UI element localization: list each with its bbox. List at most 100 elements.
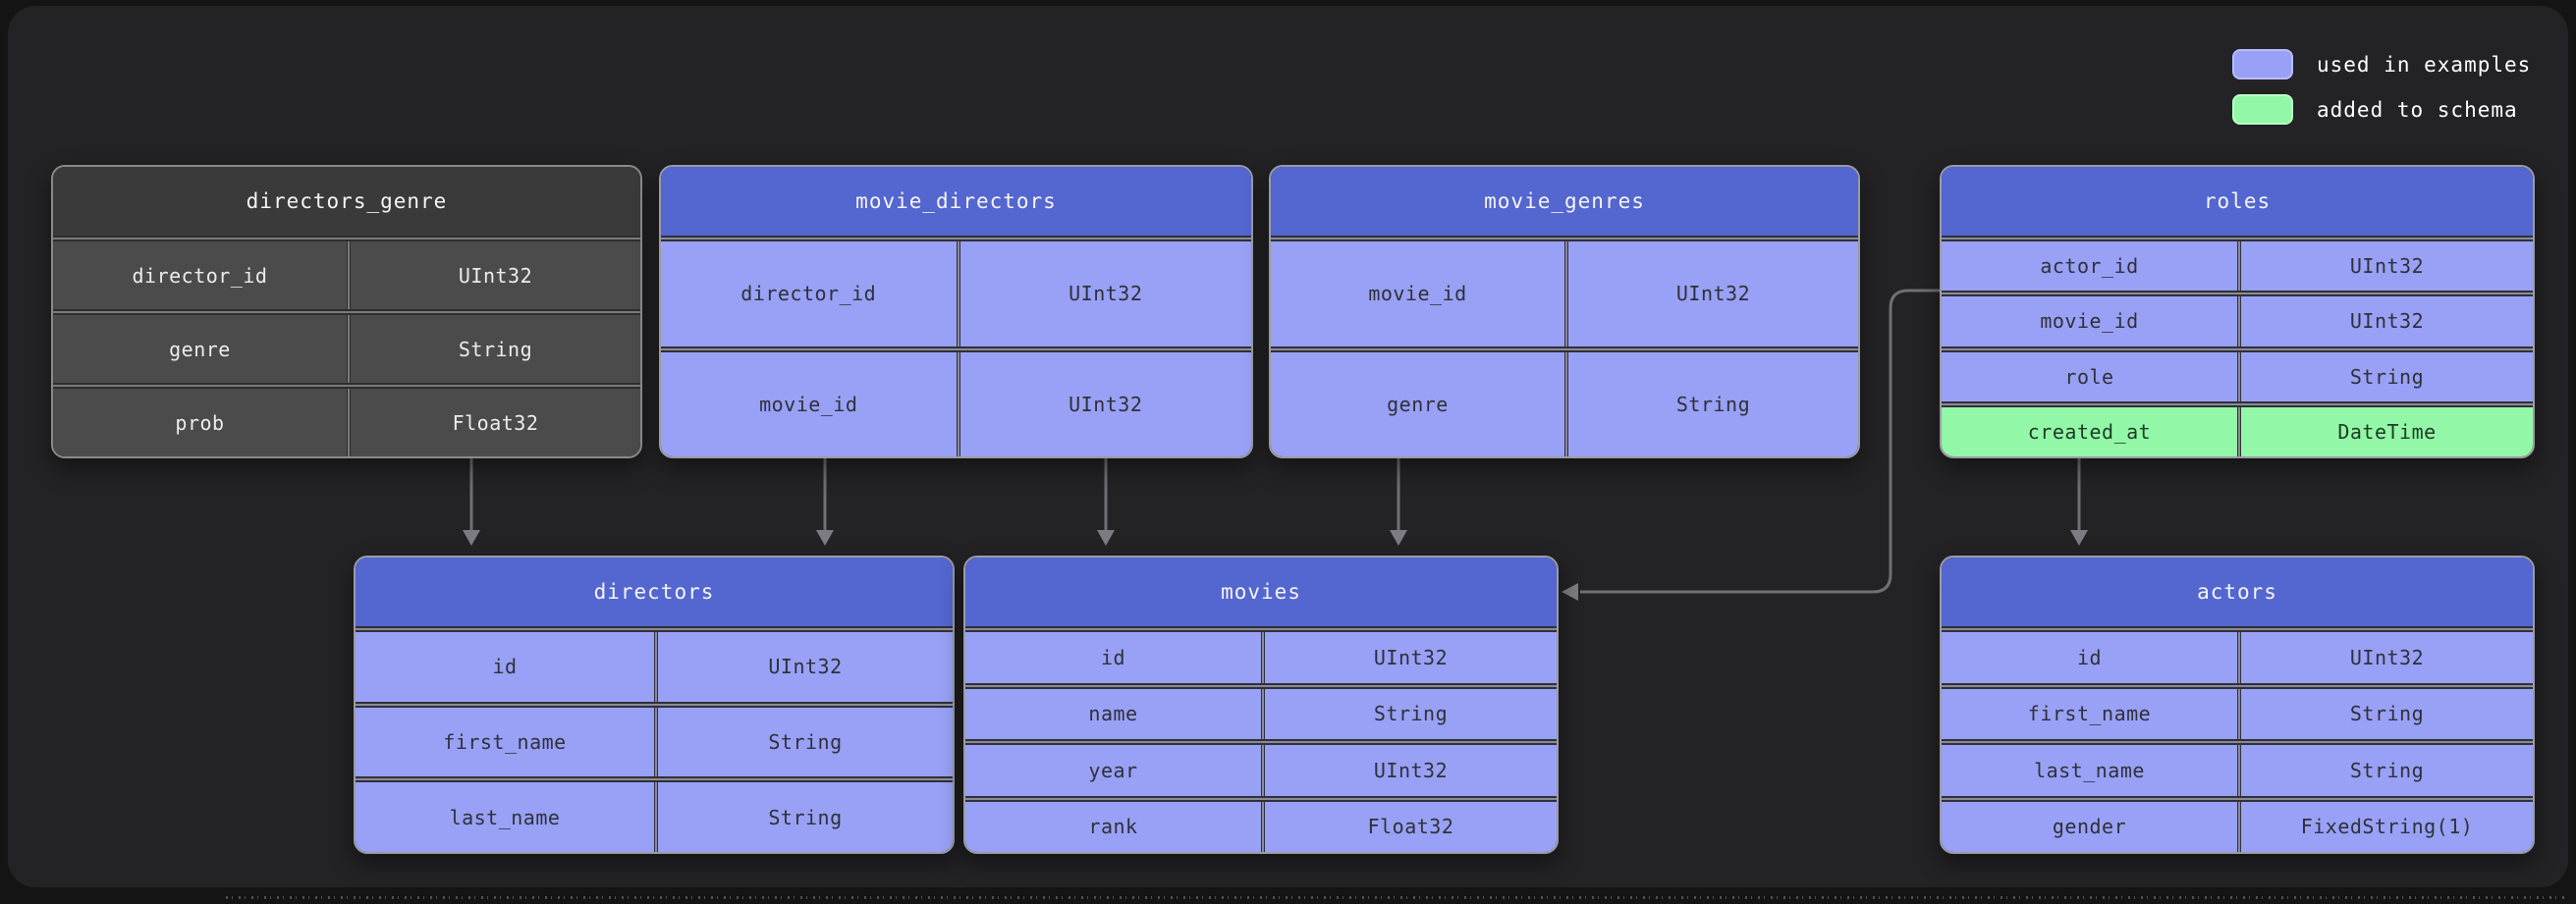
field-type: UInt32 bbox=[2237, 296, 2533, 346]
field-name: first_name bbox=[443, 730, 567, 754]
field-type: UInt32 bbox=[2237, 241, 2533, 292]
table-title: directors bbox=[593, 580, 715, 604]
table-title: directors_genre bbox=[246, 189, 448, 213]
table-title: roles bbox=[2203, 189, 2272, 213]
table-rows: movie_id UInt32 genre String bbox=[1271, 236, 1858, 456]
field-name: rank bbox=[1088, 815, 1138, 839]
field-name: prob bbox=[175, 410, 225, 435]
field-type: UInt32 bbox=[956, 241, 1252, 346]
field-row-genre: genre String bbox=[53, 309, 640, 383]
field-row-role: role String bbox=[1942, 346, 2533, 402]
table-header: movie_directors bbox=[661, 167, 1251, 236]
table-title: movies bbox=[1221, 580, 1301, 604]
field-name: role bbox=[2064, 364, 2114, 389]
field-type: String bbox=[2237, 745, 2533, 796]
field-row-director_id: director_id UInt32 bbox=[661, 241, 1251, 346]
legend-item-added-to-schema: added to schema bbox=[2232, 94, 2531, 125]
table-rows: director_id UInt32 genre String prob Float32 bbox=[53, 236, 640, 456]
field-type: String bbox=[654, 782, 953, 852]
field-row-last_name: last_name String bbox=[356, 776, 953, 852]
table-directors_genre: directors_genre director_id UInt32 genre St… bbox=[51, 165, 642, 458]
field-row-last_name: last_name String bbox=[1942, 739, 2533, 796]
field-type: String bbox=[2237, 351, 2533, 402]
field-type: Float32 bbox=[1261, 801, 1557, 852]
field-row-first_name: first_name String bbox=[1942, 682, 2533, 739]
table-title: movie_directors bbox=[855, 189, 1057, 213]
field-name: created_at bbox=[2027, 419, 2152, 444]
field-name: first_name bbox=[2027, 702, 2152, 726]
field-type: FixedString(1) bbox=[2237, 801, 2533, 852]
field-type: Float32 bbox=[347, 389, 640, 456]
legend-swatch-example-icon bbox=[2232, 49, 2293, 80]
field-type: String bbox=[1564, 351, 1858, 456]
field-type: UInt32 bbox=[2237, 632, 2533, 683]
legend: used in examples added to schema bbox=[2232, 49, 2531, 125]
field-name: last_name bbox=[449, 805, 561, 829]
field-name: actor_id bbox=[2040, 254, 2139, 279]
table-header: movies bbox=[965, 558, 1557, 626]
field-row-id: id UInt32 bbox=[356, 632, 953, 702]
field-row-year: year UInt32 bbox=[965, 739, 1557, 796]
legend-item-used-in-examples: used in examples bbox=[2232, 49, 2531, 80]
field-type: String bbox=[1261, 688, 1557, 739]
field-row-rank: rank Float32 bbox=[965, 795, 1557, 852]
field-name: director_id bbox=[740, 282, 877, 306]
field-name: id bbox=[2076, 645, 2103, 669]
field-name: id bbox=[492, 655, 518, 679]
field-name: year bbox=[1088, 758, 1138, 782]
table-title: actors bbox=[2197, 580, 2277, 604]
artifact-noise-line bbox=[226, 896, 2568, 899]
field-row-gender: gender FixedString(1) bbox=[1942, 795, 2533, 852]
field-row-prob: prob Float32 bbox=[53, 383, 640, 456]
field-type: UInt32 bbox=[1564, 241, 1858, 346]
field-row-created_at: created_at DateTime bbox=[1942, 400, 2533, 456]
field-type: UInt32 bbox=[654, 632, 953, 702]
legend-label: added to schema bbox=[2317, 97, 2518, 122]
field-row-id: id UInt32 bbox=[965, 632, 1557, 683]
table-header: movie_genres bbox=[1271, 167, 1858, 236]
field-type: DateTime bbox=[2237, 406, 2533, 456]
field-row-movie_id: movie_id UInt32 bbox=[1942, 291, 2533, 346]
field-name: gender bbox=[2052, 815, 2127, 839]
field-type: String bbox=[347, 315, 640, 383]
field-name: director_id bbox=[132, 263, 268, 288]
field-row-movie_id: movie_id UInt32 bbox=[661, 346, 1252, 456]
table-header: directors bbox=[356, 558, 953, 626]
field-row-actor_id: actor_id UInt32 bbox=[1942, 241, 2533, 292]
field-row-id: id UInt32 bbox=[1942, 632, 2533, 683]
field-name: genre bbox=[1387, 392, 1449, 416]
field-name: last_name bbox=[2034, 758, 2145, 782]
field-name: id bbox=[1100, 645, 1126, 669]
table-movie_genres: movie_genres movie_id UInt32 genre String bbox=[1269, 165, 1860, 458]
table-header: roles bbox=[1942, 167, 2533, 236]
field-row-first_name: first_name String bbox=[356, 701, 953, 777]
table-title: movie_genres bbox=[1484, 189, 1645, 213]
field-row-director_id: director_id UInt32 bbox=[53, 241, 640, 309]
table-header: directors_genre bbox=[53, 167, 640, 236]
legend-swatch-added-icon bbox=[2232, 94, 2293, 125]
field-type: UInt32 bbox=[1261, 745, 1557, 796]
field-type: UInt32 bbox=[956, 351, 1252, 456]
field-type: String bbox=[654, 707, 953, 777]
field-row-movie_id: movie_id UInt32 bbox=[1271, 241, 1858, 346]
field-type: UInt32 bbox=[347, 241, 640, 309]
field-name: movie_id bbox=[2040, 309, 2139, 334]
field-row-genre: genre String bbox=[1271, 346, 1858, 456]
field-name: movie_id bbox=[759, 392, 858, 416]
field-type: UInt32 bbox=[1261, 632, 1557, 683]
field-name: genre bbox=[169, 337, 231, 361]
field-name: movie_id bbox=[1368, 282, 1467, 306]
legend-label: used in examples bbox=[2317, 52, 2532, 77]
field-type: String bbox=[2237, 688, 2533, 739]
